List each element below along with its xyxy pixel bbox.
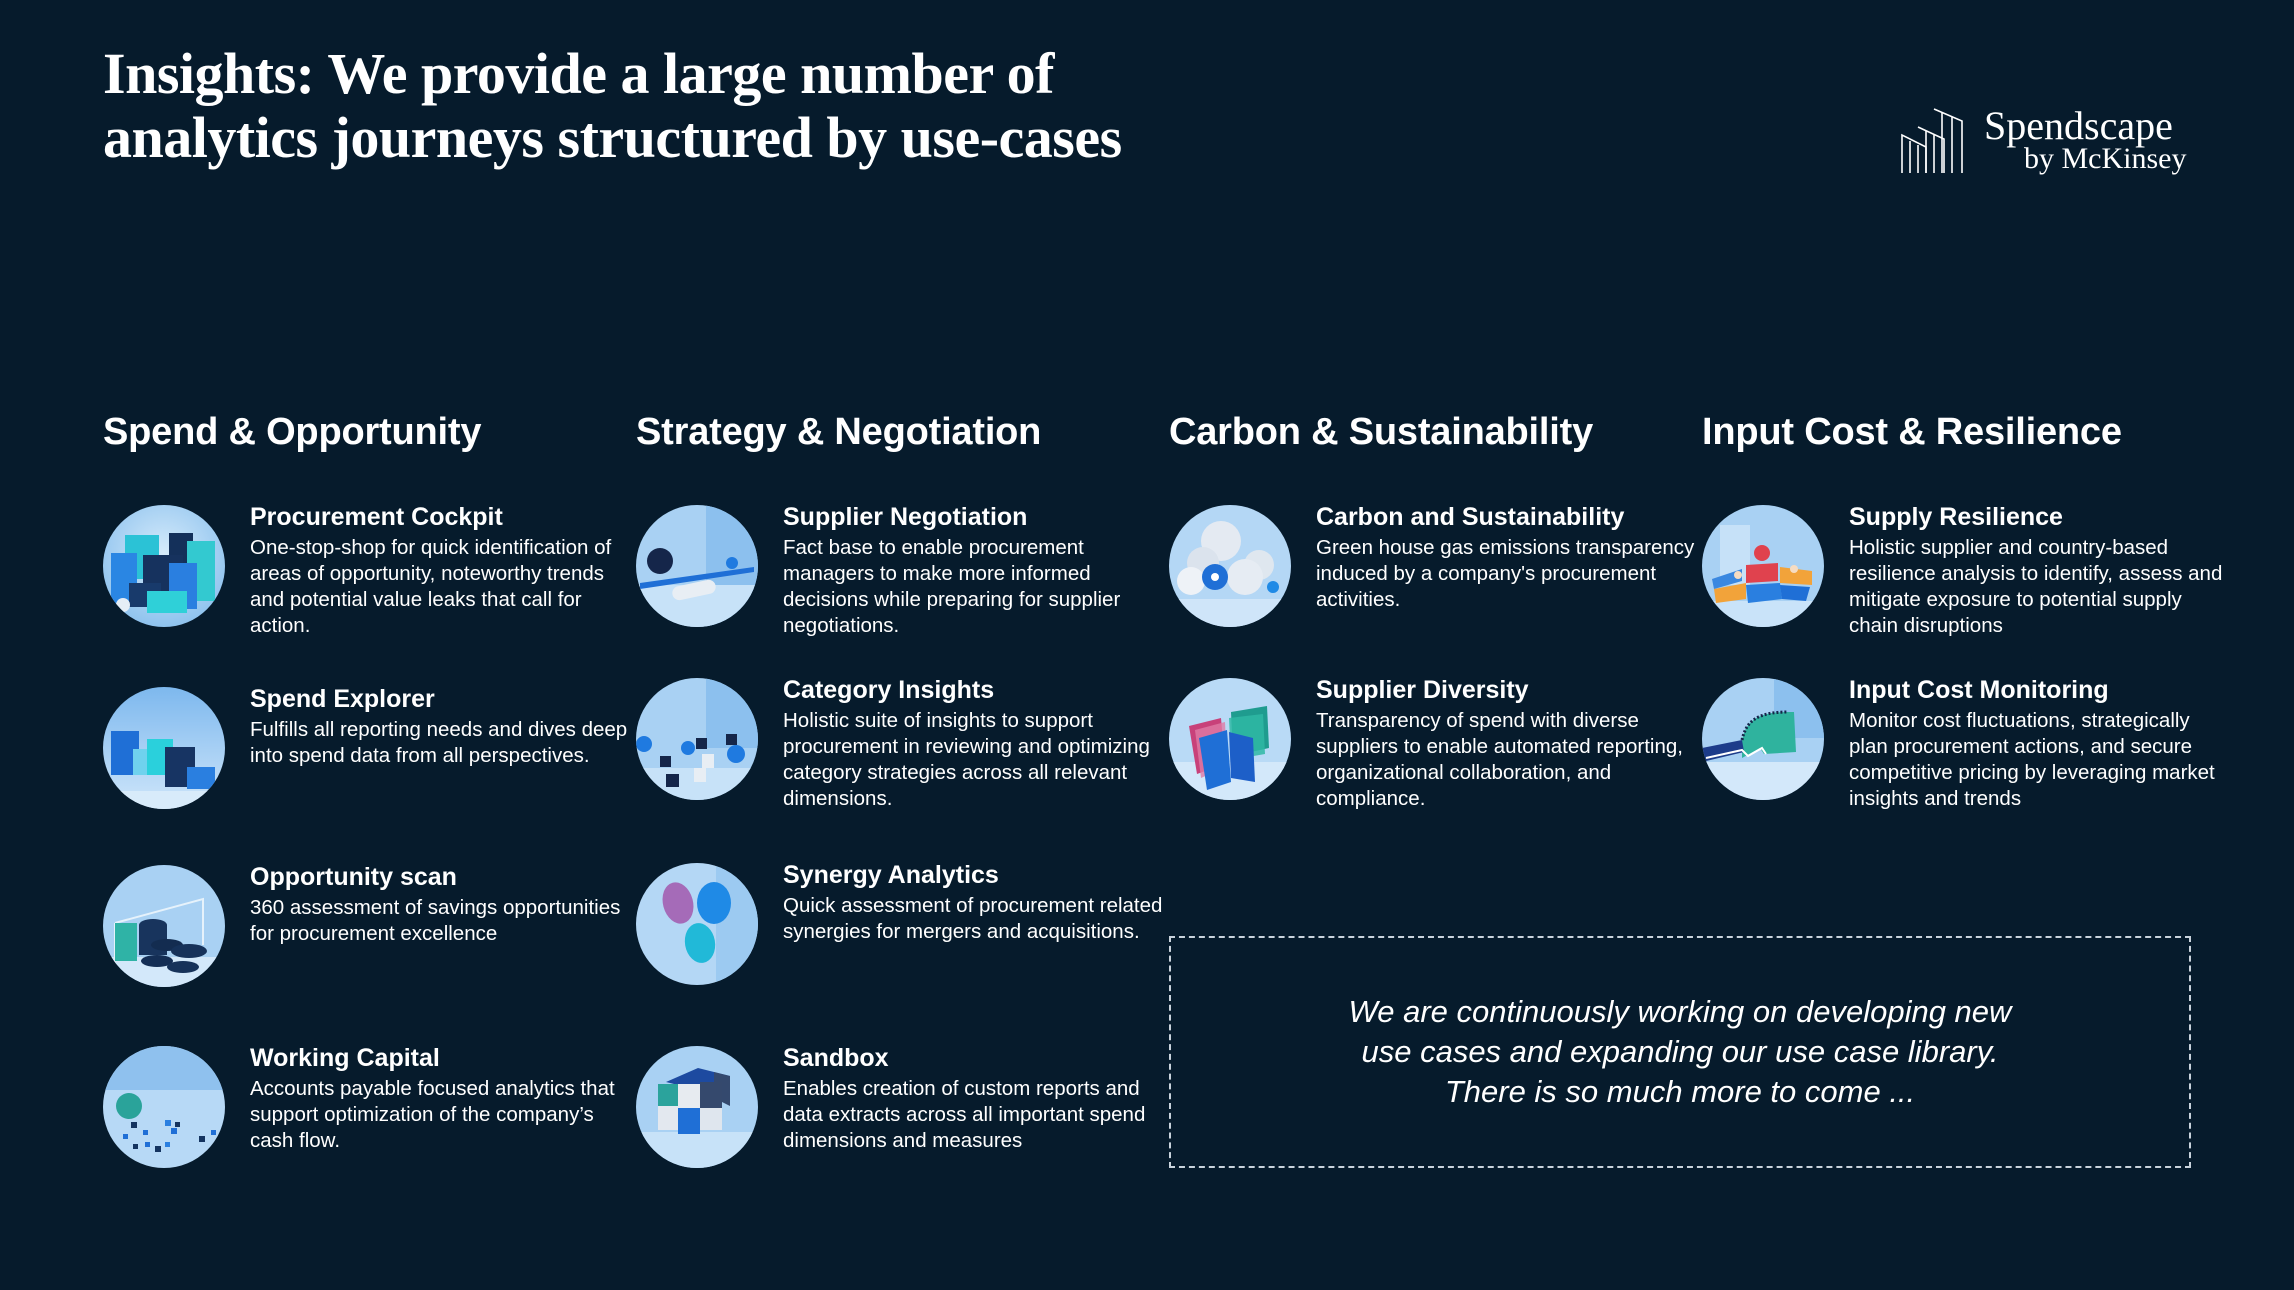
- use-case-description: Transparency of spend with diverse suppl…: [1316, 709, 1683, 810]
- column-input-cost-resilience: Input Cost & Resilience Supply Resilienc…: [1702, 408, 2222, 810]
- use-case-description: Fact base to enable procurement managers…: [783, 536, 1121, 637]
- logo-name: Spendscape: [1984, 103, 2173, 148]
- use-case-title: Supply Resilience: [1849, 503, 2063, 531]
- sphere-scattered-cubes-icon: [103, 1046, 225, 1168]
- use-case-supplier-negotiation[interactable]: Supplier Negotiation Fact base to enable…: [636, 503, 1156, 675]
- coming-soon-text: We are continuously working on developin…: [1230, 992, 2130, 1112]
- molecule-cloud-icon: [1169, 505, 1291, 627]
- use-case-title: Input Cost Monitoring: [1849, 676, 2109, 704]
- use-case-carbon-and-sustainability[interactable]: Carbon and Sustainability Green house ga…: [1169, 503, 1694, 675]
- cost-curve-icon: [1702, 678, 1824, 800]
- use-case-spend-explorer[interactable]: Spend Explorer Fulfills all reporting ne…: [103, 685, 627, 857]
- use-case-title: Procurement Cockpit: [250, 503, 503, 531]
- buildings-skyline-icon: [1901, 108, 1963, 173]
- column-strategy-negotiation: Strategy & Negotiation Supplier Negotiat…: [636, 408, 1162, 1168]
- note-line-2: use cases and expanding our use case lib…: [1361, 1034, 1999, 1069]
- use-case-title: Category Insights: [783, 676, 995, 704]
- column-spend-opportunity: Spend & Opportunity Procurement Cockpit …: [103, 408, 627, 1168]
- column-header: Input Cost & Resilience: [1702, 411, 2122, 453]
- use-case-description: 360 assessment of savings opportunities …: [250, 896, 621, 945]
- use-case-title: Spend Explorer: [250, 685, 435, 713]
- use-case-description: Holistic supplier and country-based resi…: [1849, 536, 2223, 637]
- rubik-cube-icon: [636, 1046, 758, 1168]
- use-case-title: Carbon and Sustainability: [1316, 503, 1625, 531]
- tiles-sphere-icon: [1702, 505, 1824, 627]
- use-case-opportunity-scan[interactable]: Opportunity scan 360 assessment of savin…: [103, 863, 623, 1035]
- three-discs-icon: [636, 863, 758, 985]
- use-case-supplier-diversity[interactable]: Supplier Diversity Transparency of spend…: [1169, 676, 1689, 848]
- use-case-sandbox[interactable]: Sandbox Enables creation of custom repor…: [636, 1044, 1156, 1216]
- use-case-working-capital[interactable]: Working Capital Accounts payable focused…: [103, 1044, 623, 1216]
- note-line-1: We are continuously working on developin…: [1348, 994, 2012, 1029]
- use-case-title: Supplier Negotiation: [783, 503, 1028, 531]
- use-case-description: Holistic suite of insights to support pr…: [783, 709, 1150, 810]
- note-line-3: There is so much more to come ...: [1444, 1074, 1916, 1109]
- use-case-description: Enables creation of custom reports and d…: [783, 1077, 1146, 1152]
- use-case-description: Quick assessment of procurement related …: [783, 894, 1163, 943]
- spendscape-logo: Spendscape by McKinsey: [1900, 100, 2200, 180]
- use-case-description: One-stop-shop for quick identification o…: [250, 536, 612, 637]
- use-case-description: Fulfills all reporting needs and dives d…: [250, 718, 628, 767]
- column-header: Carbon & Sustainability: [1169, 411, 1594, 453]
- use-case-title: Synergy Analytics: [783, 861, 999, 889]
- use-case-title: Supplier Diversity: [1316, 676, 1529, 704]
- column-carbon-sustainability: Carbon & Sustainability Carbon and Susta…: [1169, 408, 1694, 810]
- use-case-procurement-cockpit[interactable]: Procurement Cockpit One-stop-shop for qu…: [103, 503, 623, 675]
- cubes-cylinders-icon: [103, 505, 225, 627]
- use-case-input-cost-monitoring[interactable]: Input Cost Monitoring Monitor cost fluct…: [1702, 676, 2222, 848]
- page-title-line-1: Insights: We provide a large number of: [103, 41, 1054, 106]
- use-case-description: Accounts payable focused analytics that …: [250, 1077, 615, 1152]
- bar-blocks-icon: [103, 687, 225, 809]
- logo-byline: by McKinsey: [2024, 142, 2187, 175]
- use-case-title: Sandbox: [783, 1044, 889, 1072]
- page-title: Insights: We provide a large number of a…: [103, 42, 1403, 170]
- use-case-supply-resilience[interactable]: Supply Resilience Holistic supplier and …: [1702, 503, 2222, 675]
- page-title-line-2: analytics journeys structured by use-cas…: [103, 105, 1122, 170]
- use-case-description: Monitor cost fluctuations, strategically…: [1849, 709, 2215, 810]
- coming-soon-note: We are continuously working on developin…: [1169, 936, 2191, 1168]
- use-case-category-insights[interactable]: Category Insights Holistic suite of insi…: [636, 676, 1156, 848]
- use-case-description: Green house gas emissions transparency i…: [1316, 536, 1695, 611]
- discs-frame-icon: [103, 865, 225, 987]
- use-case-title: Opportunity scan: [250, 863, 457, 891]
- fanned-cards-icon: [1169, 678, 1291, 800]
- column-header: Strategy & Negotiation: [636, 411, 1042, 453]
- balance-seesaw-icon: [636, 505, 758, 627]
- column-header: Spend & Opportunity: [103, 411, 482, 453]
- use-case-synergy-analytics[interactable]: Synergy Analytics Quick assessment of pr…: [636, 861, 1162, 1033]
- spheres-cubes-icon: [636, 678, 758, 800]
- use-case-title: Working Capital: [250, 1044, 440, 1072]
